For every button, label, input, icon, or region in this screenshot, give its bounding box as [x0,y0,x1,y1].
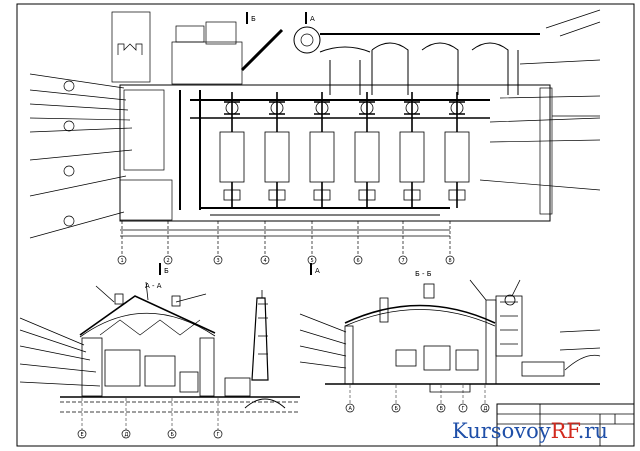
plan-view [29,9,601,256]
sheet-frame [16,3,635,447]
plan-axis-label: 1 [121,258,124,264]
equipment-bays [179,90,490,210]
section-bb-axis-markers [345,403,490,413]
plan-axis-label: 8 [449,258,452,264]
section-aa [19,281,300,413]
plan-axis-label: 6 [357,258,360,264]
plan-axis-label: 2 [167,258,170,264]
section-aa-axis-label: Б [171,432,175,438]
section-mark-mid-a: А [315,267,320,275]
section-mark-left-b: Б [164,267,169,275]
section-aa-axis-markers [77,429,223,439]
watermark-part-b: RF [551,419,581,443]
section-mark-top-a: А [310,15,315,23]
plan-axis-label: 5 [311,258,314,264]
section-bb-axis-label: Г [462,406,465,412]
section-bb-title: Б - Б [415,270,432,278]
section-bb-axis-lines [349,385,486,404]
section-bb [299,279,601,393]
section-aa-title: А - А [145,282,162,290]
section-aa-axis-label: Е [81,432,84,438]
section-bb-axis-label: Д [484,406,488,412]
plan-axis-label: 7 [402,258,405,264]
section-aa-axis-label: Д [125,432,129,438]
watermark-part-c: .ru [578,419,608,443]
plan-axis-label: 3 [217,258,220,264]
watermark-part-a: Kursovoy [452,419,551,443]
section-bb-axis-label: А [349,406,353,412]
section-mark-top-b: Б [251,15,256,23]
plan-axis-markers [117,255,455,265]
section-cut-marks [159,12,312,275]
plan-axis-label: 4 [264,258,267,264]
section-aa-axis-lines [81,398,219,430]
watermark: KursovoyRF.ru [452,419,608,443]
title-block [496,403,635,447]
section-bb-axis-label: В [440,406,444,412]
section-aa-axis-label: Г [217,432,220,438]
section-bb-axis-label: Б [395,406,399,412]
